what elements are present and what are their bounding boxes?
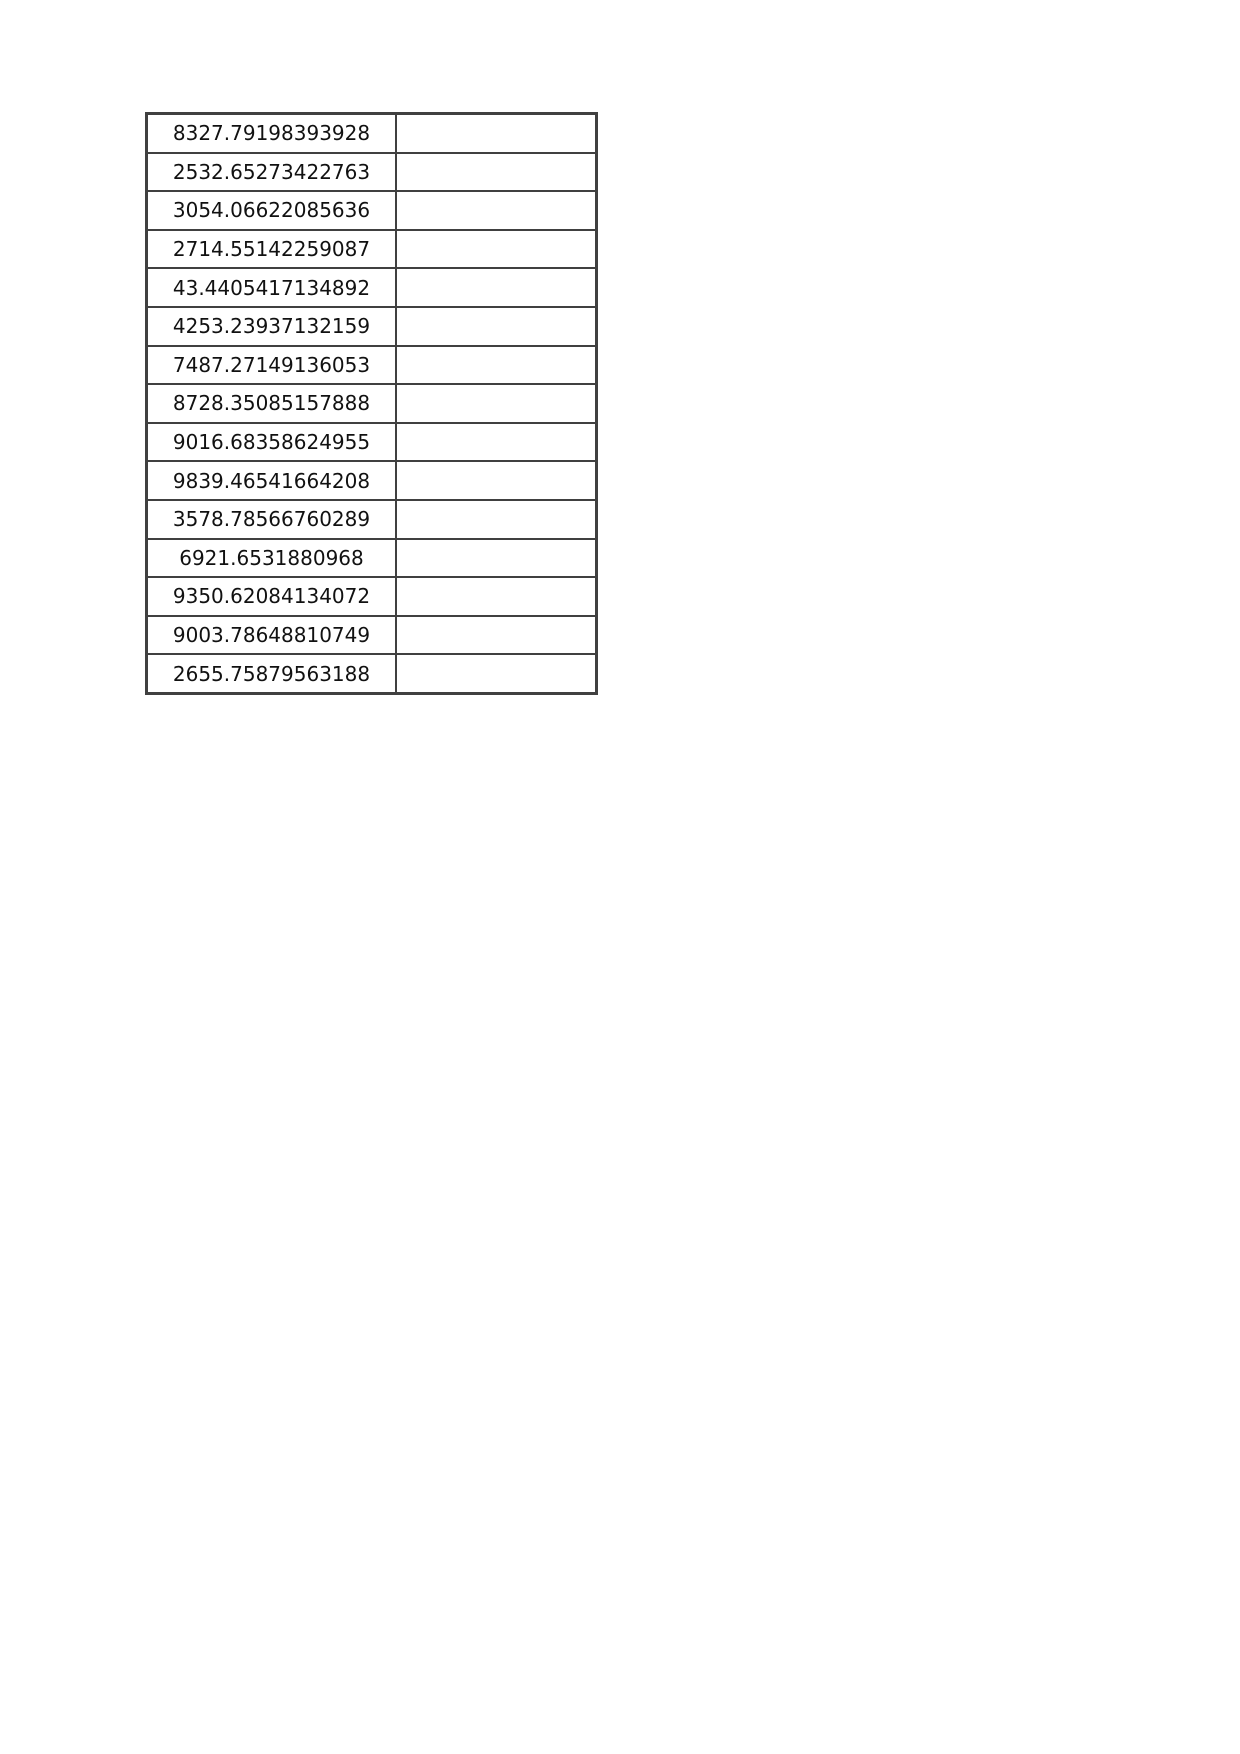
table-cell-value: 2714.55142259087	[145, 228, 397, 270]
table-row: 3054.06622085636	[145, 190, 598, 231]
data-table: 8327.79198393928 2532.65273422763 3054.0…	[145, 112, 598, 695]
table-row: 2714.55142259087	[145, 228, 598, 270]
table-cell-value: 43.4405417134892	[145, 267, 397, 308]
table-cell-value: 7487.27149136053	[145, 344, 397, 386]
table-row: 9350.62084134072	[145, 576, 598, 617]
table-cell-empty	[395, 151, 598, 193]
table-row: 7487.27149136053	[145, 344, 598, 386]
table-row: 3578.78566760289	[145, 498, 598, 540]
table-cell-empty	[395, 383, 598, 424]
table-row: 8728.35085157888	[145, 383, 598, 424]
table-cell-value: 9350.62084134072	[145, 576, 397, 617]
table-row: 2532.65273422763	[145, 151, 598, 193]
table-cell-value: 6921.6531880968	[145, 537, 397, 579]
table-cell-value: 3054.06622085636	[145, 190, 397, 231]
table-cell-empty	[395, 576, 598, 617]
table-row: 9016.68358624955	[145, 421, 598, 463]
table-row: 9839.46541664208	[145, 460, 598, 501]
table-cell-empty	[395, 344, 598, 386]
table-cell-empty	[395, 190, 598, 231]
table-cell-empty	[395, 228, 598, 270]
table-cell-empty	[395, 653, 598, 695]
table-cell-empty	[395, 537, 598, 579]
table-cell-empty	[395, 305, 598, 347]
table-row: 9003.78648810749	[145, 614, 598, 656]
table-cell-value: 8728.35085157888	[145, 383, 397, 424]
table-cell-empty	[395, 112, 598, 154]
table-row: 2655.75879563188	[145, 653, 598, 695]
table-cell-value: 4253.23937132159	[145, 305, 397, 347]
table-cell-empty	[395, 267, 598, 308]
table-cell-empty	[395, 614, 598, 656]
table-row: 8327.79198393928	[145, 112, 598, 154]
table-cell-value: 3578.78566760289	[145, 498, 397, 540]
table-cell-empty	[395, 460, 598, 501]
table-cell-value: 2655.75879563188	[145, 653, 397, 695]
table-cell-value: 8327.79198393928	[145, 112, 397, 154]
table-cell-value: 9003.78648810749	[145, 614, 397, 656]
table-cell-value: 9839.46541664208	[145, 460, 397, 501]
table-row: 43.4405417134892	[145, 267, 598, 308]
table-cell-value: 2532.65273422763	[145, 151, 397, 193]
table-cell-empty	[395, 498, 598, 540]
table-row: 4253.23937132159	[145, 305, 598, 347]
table-row: 6921.6531880968	[145, 537, 598, 579]
table-cell-empty	[395, 421, 598, 463]
table-cell-value: 9016.68358624955	[145, 421, 397, 463]
